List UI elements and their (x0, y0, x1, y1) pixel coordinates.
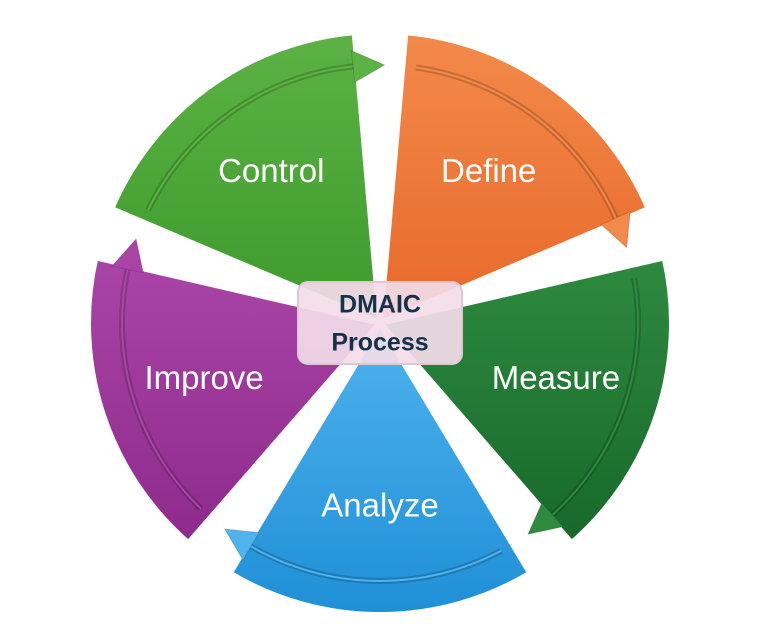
arrow-highlight-analyze (250, 545, 502, 582)
arrow-highlight-measure (551, 278, 639, 516)
center-box: DMAIC Process (297, 281, 463, 365)
center-title-line1: DMAIC (339, 291, 421, 319)
center-title-line2: Process (331, 329, 428, 357)
curved-arrow-icon (111, 237, 144, 274)
arrow-highlight-define (415, 66, 617, 219)
curved-arrow-icon (600, 210, 631, 249)
curved-arrow-icon (350, 49, 386, 84)
segment-label-improve: Improve (144, 359, 263, 396)
segment-label-measure: Measure (492, 359, 620, 396)
segment-analyze (225, 317, 535, 618)
segment-label-analyze: Analyze (321, 487, 438, 524)
segment-label-control: Control (218, 152, 324, 189)
center-box-background (297, 281, 463, 365)
segment-define (376, 28, 653, 328)
arrow-highlight-control (147, 65, 354, 211)
curved-arrow-icon (223, 528, 260, 562)
curved-arrow-icon (527, 501, 565, 535)
arrow-highlight-improve (120, 269, 202, 510)
cycle-arrows (111, 49, 641, 584)
segment-control (107, 28, 384, 328)
segment-label-define: Define (441, 152, 536, 189)
